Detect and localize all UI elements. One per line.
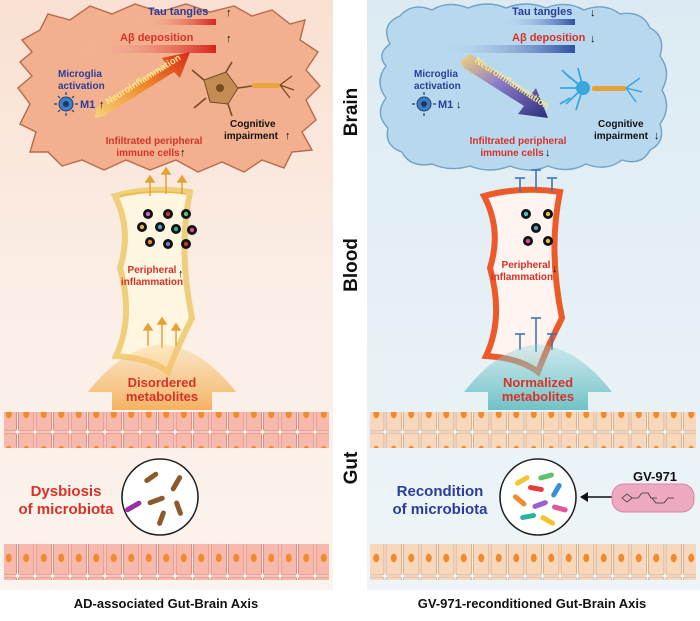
right-cognitive-arrow: ↓	[654, 130, 660, 142]
left-vessel-arrows-bottom	[142, 316, 182, 348]
right-microbiota-circle	[499, 458, 577, 536]
right-abeta-bar	[440, 45, 575, 53]
left-vessel-arrows-top	[144, 166, 188, 196]
left-microglia-label-1: Microglia	[58, 69, 102, 80]
right-metabolites-label-1: Normalized	[503, 375, 573, 390]
right-peripheral-label-1: Peripheral	[502, 260, 551, 271]
right-abeta-arrow: ↓	[590, 33, 596, 45]
left-abeta-arrow: ↑	[226, 33, 232, 45]
left-microbiota-label-1: Dysbiosis	[31, 483, 102, 500]
molecule-icon	[621, 492, 674, 504]
left-m1-label: M1	[80, 99, 95, 111]
right-caption: GV-971-reconditioned Gut-Brain Axis	[418, 596, 647, 611]
right-drug-label: GV-971	[633, 469, 677, 484]
left-peripheral-label-2: inflammation	[121, 277, 183, 288]
right-gv971-drug: GV-971	[580, 469, 695, 513]
right-neuron-icon	[559, 67, 643, 111]
left-infiltrated-label-2: immune cells	[116, 148, 180, 159]
label-brain: Brain	[341, 88, 362, 137]
right-microglia-icon	[412, 92, 436, 116]
right-microbiota-label-1: Recondition	[397, 483, 484, 500]
right-neuroinflammation-arrow	[460, 54, 548, 118]
right-tau-bar	[500, 19, 575, 25]
right-drug-arrowhead	[580, 492, 588, 502]
label-gut: Gut	[341, 451, 362, 484]
right-metabolites: Normalized metabolites	[464, 344, 612, 410]
label-blood: Blood	[341, 238, 362, 292]
left-peripheral-arrow: ↑	[178, 268, 184, 280]
left-microglia-icon	[54, 92, 78, 116]
right-immune-cells	[521, 209, 553, 246]
right-vessel-blockers-top	[515, 169, 557, 192]
right-cognitive-label-1: Cognitive	[598, 119, 644, 130]
left-metabolites-label-1: Disordered	[128, 375, 197, 390]
right-infiltrated-arrow: ↓	[545, 147, 551, 159]
right-tau-label: Tau tangles	[512, 6, 572, 18]
left-microglia-label-2: activation	[58, 81, 105, 92]
left-blood-vessel: Peripheral inflammation ↑	[110, 166, 197, 377]
left-microbiota	[121, 458, 199, 536]
left-neuron-icon	[191, 61, 295, 117]
left-infiltrated-label-1: Infiltrated peripheral	[106, 136, 203, 147]
left-m1-arrow: ↑	[99, 99, 105, 111]
right-m1-label: M1	[438, 99, 453, 111]
left-metabolites-arrow	[88, 344, 236, 410]
right-brain: Tau tangles ↓ Aβ deposition ↓ Neuroinfla…	[379, 3, 668, 171]
right-metabolites-arrow	[464, 344, 612, 410]
right-microbiota-label-2: of microbiota	[392, 501, 488, 518]
left-tau-bar	[136, 19, 216, 25]
left-immune-cells	[137, 209, 197, 249]
left-cognitive-label-2: impairment	[224, 131, 279, 142]
right-m1-arrow: ↓	[456, 99, 462, 111]
right-infiltrated-label-1: Infiltrated peripheral	[470, 136, 567, 147]
left-caption: AD-associated Gut-Brain Axis	[74, 596, 258, 611]
right-gut-epithelium-top	[370, 412, 696, 448]
left-brain: Tau tangles ↑ Aβ deposition ↑ Neuroinfla…	[17, 3, 321, 173]
left-cognitive-label-1: Cognitive	[230, 119, 276, 130]
right-gut-epithelium-bottom	[370, 544, 696, 580]
left-metabolites-label-2: metabolites	[126, 389, 198, 404]
left-tau-arrow: ↑	[226, 7, 232, 19]
left-microbiota-label-2: of microbiota	[18, 501, 114, 518]
right-cognitive-label-2: impairment	[594, 131, 649, 142]
right-tau-arrow: ↓	[590, 7, 596, 19]
left-neuroinflammation-arrow	[95, 52, 190, 118]
right-metabolites-label-2: metabolites	[502, 389, 574, 404]
right-abeta-label: Aβ deposition	[512, 32, 586, 44]
left-peripheral-label-1: Peripheral	[128, 265, 177, 276]
left-cognitive-arrow: ↑	[285, 130, 291, 142]
right-microbiota	[499, 458, 577, 536]
left-infiltrated-arrow: ↑	[180, 147, 186, 159]
left-metabolites: Disordered metabolites	[88, 344, 236, 410]
right-microglia-label-2: activation	[414, 81, 461, 92]
left-abeta-bar	[80, 45, 216, 53]
right-peripheral-arrow: ↓	[552, 263, 558, 275]
left-gut-epithelium-bottom	[4, 544, 329, 580]
right-microglia-label-1: Microglia	[414, 69, 458, 80]
left-abeta-label: Aβ deposition	[120, 32, 194, 44]
right-infiltrated-label-2: immune cells	[480, 148, 544, 159]
right-blood-vessel: Peripheral inflammation ↓	[479, 169, 566, 377]
left-gut-epithelium-top	[4, 412, 329, 448]
left-tau-label: Tau tangles	[148, 6, 208, 18]
right-peripheral-label-2: inflammation	[491, 272, 553, 283]
